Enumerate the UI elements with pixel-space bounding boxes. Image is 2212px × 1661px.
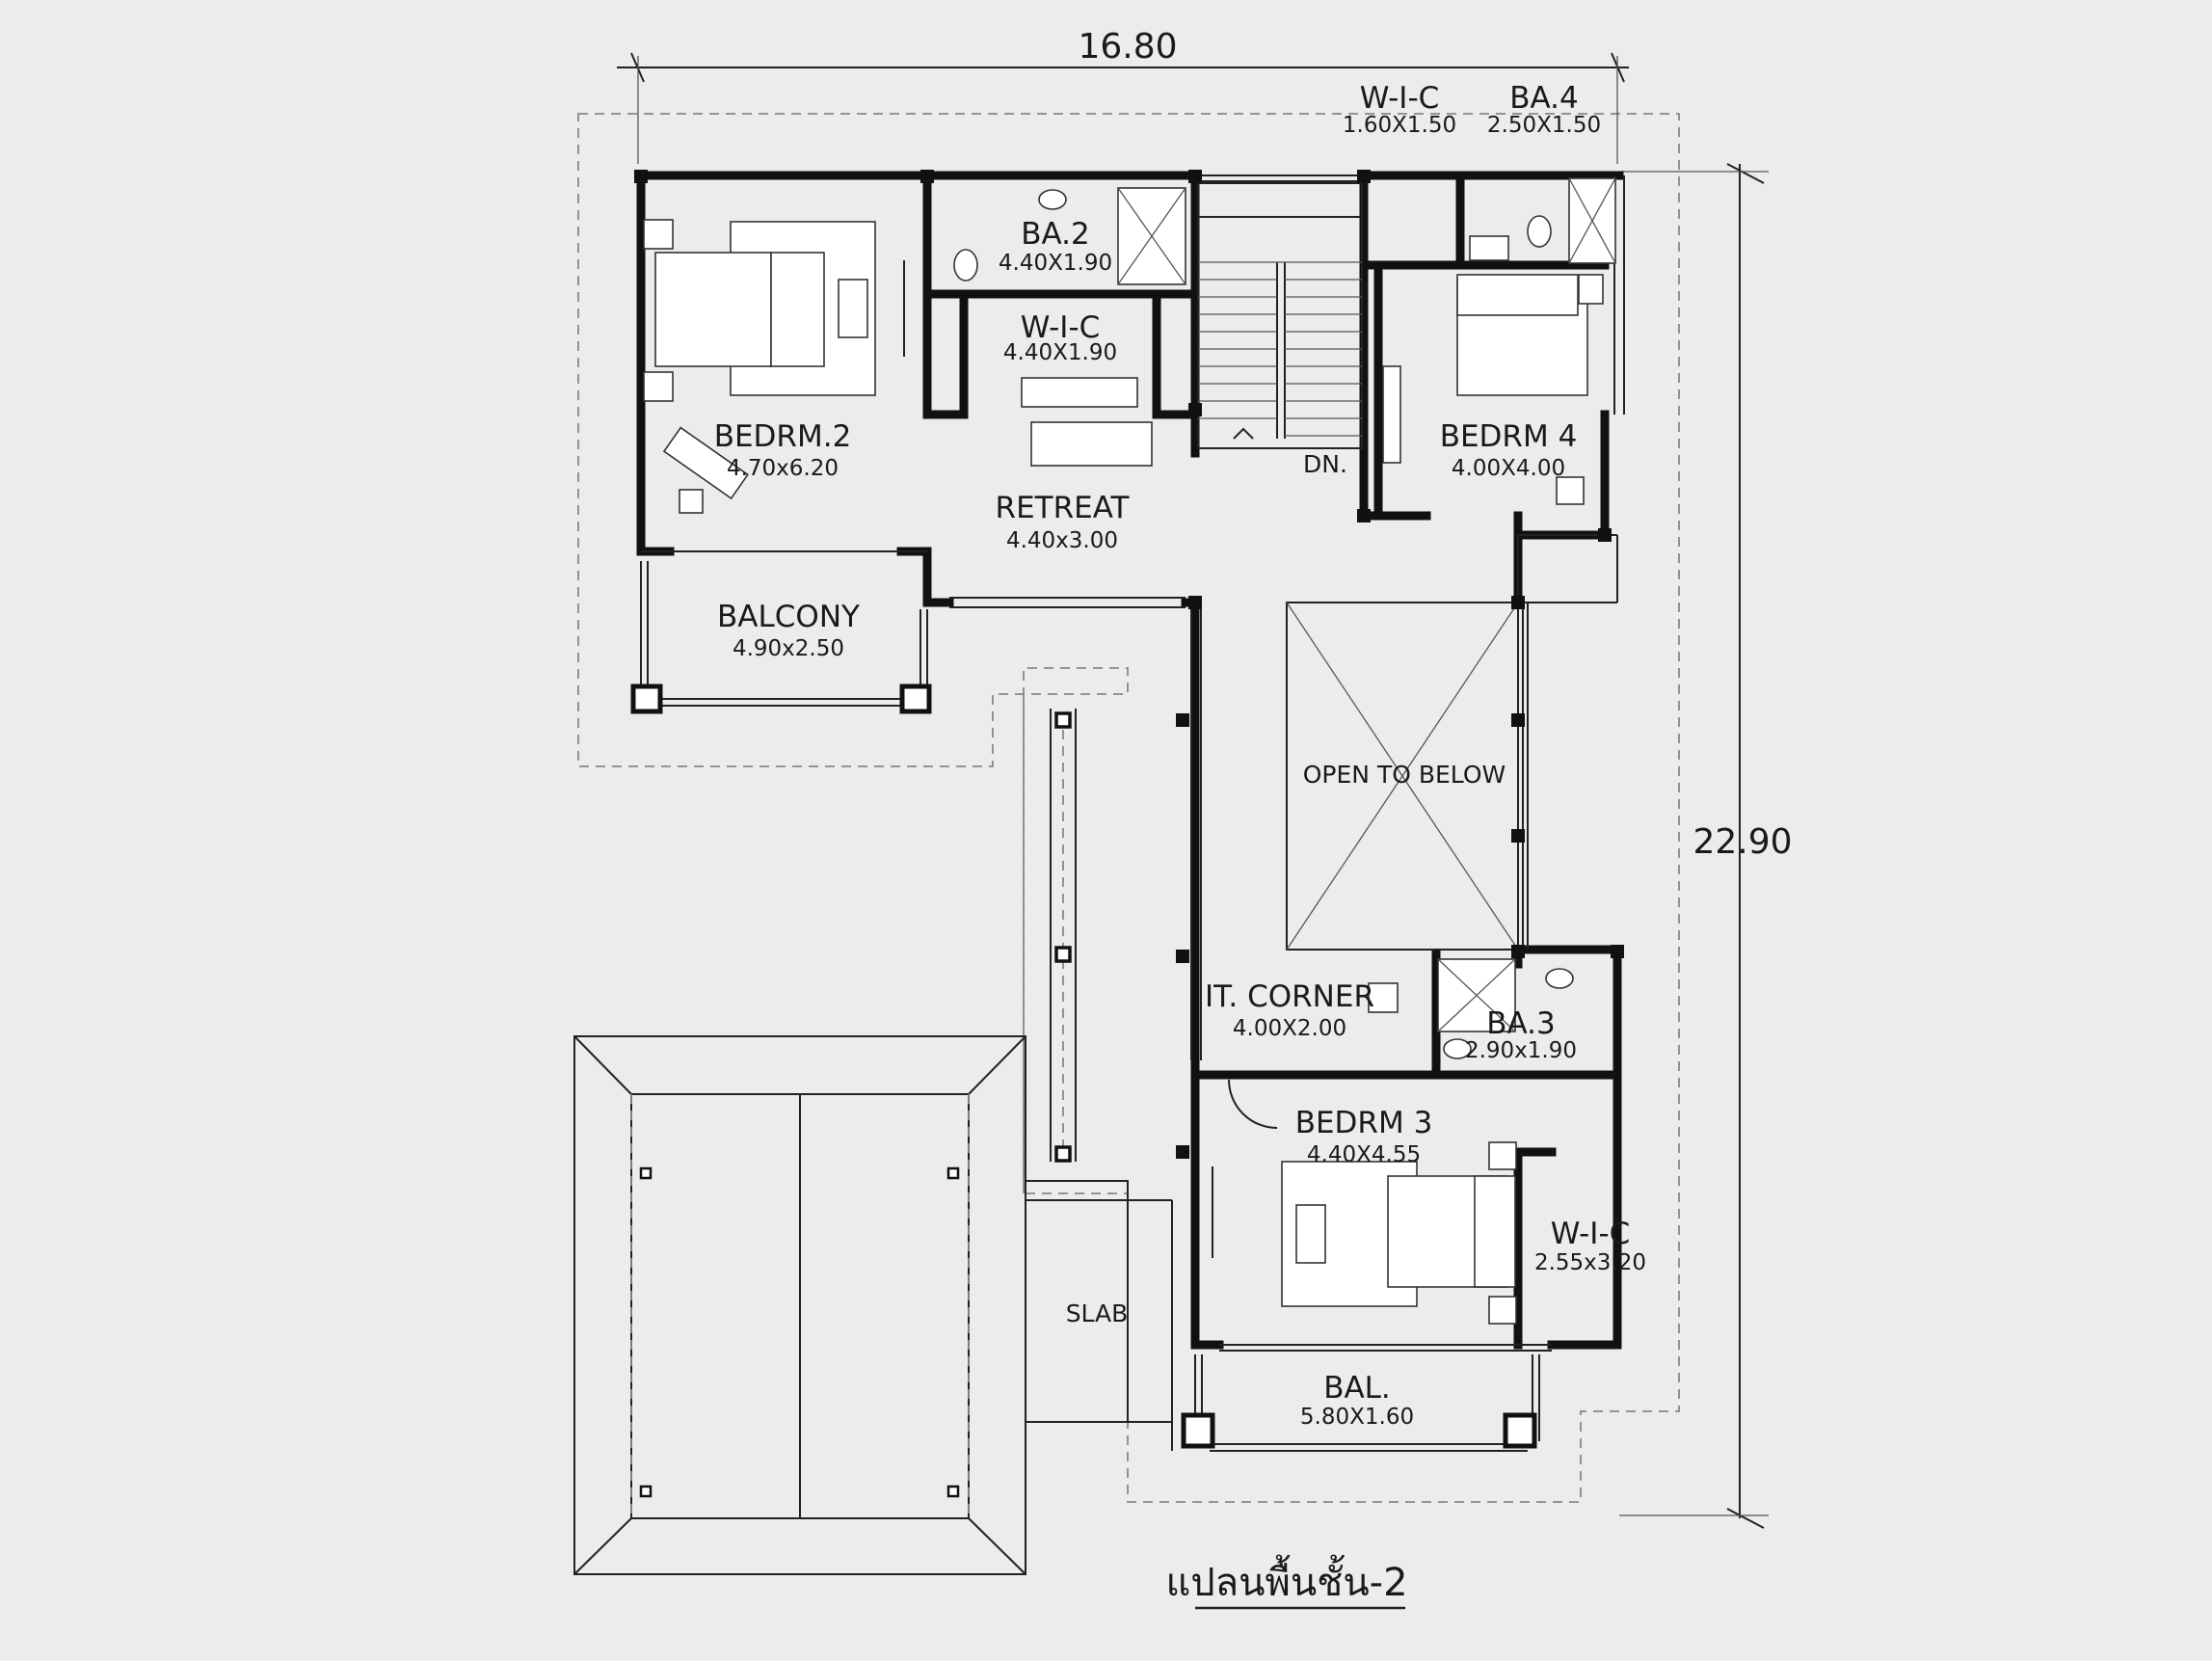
room-name: RETREAT xyxy=(996,491,1131,525)
room-name: BA.3 xyxy=(1486,1006,1556,1041)
bedrm4-furniture xyxy=(1382,274,1604,505)
room-size: 4.40X1.90 xyxy=(1003,340,1117,365)
wic-mid-fixtures xyxy=(1021,377,1153,467)
width-dimension-label: 16.80 xyxy=(1078,27,1177,67)
room-wic-top: W-I-C 1.60X1.50 xyxy=(1343,81,1456,138)
room-name: W-I-C xyxy=(1021,310,1101,345)
room-size: 2.50X1.50 xyxy=(1487,113,1601,138)
balcony-bedrm3 xyxy=(1181,1354,1540,1452)
room-wic-bed3: W-I-C 2.55x3.20 xyxy=(1534,1217,1646,1275)
room-size: 4.40x3.00 xyxy=(1006,528,1118,553)
room-size: 4.00X2.00 xyxy=(1233,1016,1346,1041)
lower-hip-roof xyxy=(573,1035,1026,1575)
bath2-fixtures xyxy=(953,187,1186,285)
slab-area: SLAB xyxy=(1026,1180,1173,1451)
room-ba2: BA.2 4.40X1.90 xyxy=(999,217,1112,276)
room-bedrm4: BEDRM 4 4.00X4.00 xyxy=(1440,419,1578,481)
slab-label: SLAB xyxy=(1066,1299,1129,1327)
room-size: 4.40X1.90 xyxy=(999,251,1112,276)
stair: DN. xyxy=(1197,182,1363,478)
room-size: 1.60X1.50 xyxy=(1343,113,1456,138)
room-ba3: BA.3 2.90x1.90 xyxy=(1465,1006,1577,1063)
room-size: 2.55x3.20 xyxy=(1534,1250,1646,1275)
room-name: W-I-C xyxy=(1551,1217,1631,1251)
room-bal: BAL. 5.80X1.60 xyxy=(1300,1371,1414,1430)
open-to-below: OPEN TO BELOW xyxy=(1286,602,1524,951)
stair-label: DN. xyxy=(1303,450,1347,478)
room-size: 4.70x6.20 xyxy=(727,456,839,481)
room-size: 2.90x1.90 xyxy=(1465,1038,1577,1063)
bedrm2-furniture xyxy=(643,219,905,514)
it-corner-furniture xyxy=(1368,982,1399,1013)
room-balcony: BALCONY 4.90x2.50 xyxy=(717,600,860,661)
room-bedrm3: BEDRM 3 4.40X4.55 xyxy=(1295,1106,1433,1167)
room-size: 4.90x2.50 xyxy=(733,636,844,661)
room-size: 4.40X4.55 xyxy=(1307,1142,1421,1167)
room-size: 5.80X1.60 xyxy=(1300,1405,1414,1430)
room-name: BALCONY xyxy=(717,600,860,634)
bedrm3-furniture xyxy=(1212,1079,1517,1325)
balcony-bedrm2 xyxy=(630,561,932,714)
room-name: W-I-C xyxy=(1360,81,1440,116)
depth-dimension-label: 22.90 xyxy=(1692,822,1792,862)
room-name: BEDRM 3 xyxy=(1295,1106,1433,1140)
room-name: BEDRM 4 xyxy=(1440,419,1578,454)
open-to-below-label: OPEN TO BELOW xyxy=(1303,761,1506,789)
room-name: BEDRM.2 xyxy=(714,419,852,454)
plan-title: แปลนพื้นชั้น-2 xyxy=(1165,1554,1408,1610)
roof-outline xyxy=(577,113,1680,1503)
plan-title-text: แปลนพื้นชั้น-2 xyxy=(1165,1554,1407,1605)
dimension-width: 16.80 xyxy=(617,27,1629,164)
room-ba4: BA.4 2.50X1.50 xyxy=(1487,81,1601,138)
room-name: IT. CORNER xyxy=(1205,979,1374,1014)
pergola-walkway xyxy=(1050,709,1077,1163)
room-bedrm2: BEDRM.2 4.70x6.20 xyxy=(714,419,852,481)
dimension-depth: 22.90 xyxy=(1619,163,1793,1529)
ba4-fixtures xyxy=(1469,177,1616,264)
room-size: 4.00X4.00 xyxy=(1452,456,1565,481)
room-retreat: RETREAT 4.40x3.00 xyxy=(996,491,1131,553)
room-name: BAL. xyxy=(1323,1371,1391,1406)
columns xyxy=(634,170,1624,1159)
room-name: BA.2 xyxy=(1021,217,1090,252)
room-wic-mid: W-I-C 4.40X1.90 xyxy=(1003,310,1117,365)
ba3-fixtures xyxy=(1437,958,1574,1059)
room-name: BA.4 xyxy=(1509,81,1579,116)
room-it-corner: IT. CORNER 4.00X2.00 xyxy=(1205,979,1374,1041)
